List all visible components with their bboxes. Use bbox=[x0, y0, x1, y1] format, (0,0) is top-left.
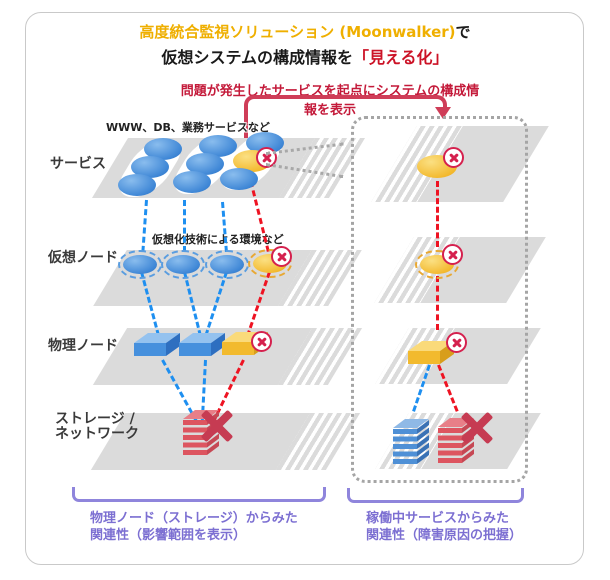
left-caption-line2: 関連性（影響範囲を表示） bbox=[90, 528, 247, 543]
service-annotation: WWW、DB、業務サービスなど bbox=[106, 121, 270, 134]
storage-icon bbox=[393, 419, 429, 464]
layer-label-service: サービス bbox=[50, 156, 106, 172]
error-badge-icon bbox=[271, 246, 292, 267]
error-badge-icon bbox=[256, 147, 277, 168]
error-badge-icon bbox=[442, 244, 463, 265]
service-node-icon bbox=[118, 174, 156, 196]
layer-label-physical: 物理ノード bbox=[48, 338, 118, 354]
virtual-node-icon bbox=[205, 250, 249, 279]
service-node-icon bbox=[173, 171, 211, 193]
left-caption-bracket bbox=[72, 487, 326, 502]
storage-label-line2: ネットワーク bbox=[55, 426, 139, 442]
service-node-icon bbox=[186, 153, 224, 175]
right-caption-line1: 稼働中サービスからみた bbox=[366, 511, 510, 526]
title-prefix: 仮想システムの構成情報を bbox=[161, 48, 353, 67]
layer-label-storage: ストレージ / ネットワーク bbox=[55, 412, 139, 442]
left-caption-line1: 物理ノード（ストレージ）からみた bbox=[90, 511, 298, 526]
virtual-node-icon bbox=[161, 250, 205, 279]
service-node-icon bbox=[131, 156, 169, 178]
failure-x-icon bbox=[199, 408, 235, 444]
service-node-icon bbox=[199, 135, 237, 157]
dependency-line-red bbox=[435, 181, 439, 247]
service-node-icon bbox=[246, 132, 284, 154]
page-title-line1: 高度統合監視ソリューション (Moonwalker)で bbox=[0, 22, 610, 43]
card-border bbox=[25, 12, 584, 565]
callout-bracket bbox=[244, 95, 447, 110]
right-caption-line2: 関連性（障害原因の把握） bbox=[366, 528, 523, 543]
error-badge-icon bbox=[251, 331, 272, 352]
dependency-line-red bbox=[435, 276, 439, 330]
virtual-node-ellipse bbox=[166, 255, 200, 274]
title-suffix: で bbox=[455, 23, 471, 41]
virtual-node-ellipse bbox=[123, 255, 157, 274]
service-node-icon bbox=[220, 168, 258, 190]
virtual-node-ellipse bbox=[210, 255, 244, 274]
failure-x-icon bbox=[459, 410, 495, 446]
title-red-highlight: 「見える化」 bbox=[353, 48, 449, 67]
service-node-icon bbox=[144, 138, 182, 160]
right-caption: 稼働中サービスからみた 関連性（障害原因の把握） bbox=[366, 510, 522, 544]
virtual-node-icon bbox=[118, 250, 162, 279]
callout-pointer-line bbox=[244, 108, 248, 154]
physical-node-icon bbox=[179, 333, 225, 356]
error-badge-icon bbox=[446, 332, 467, 353]
dependency-line-blue bbox=[182, 200, 186, 252]
left-caption: 物理ノード（ストレージ）からみた 関連性（影響範囲を表示） bbox=[90, 510, 298, 544]
error-badge-icon bbox=[443, 147, 464, 168]
layer-label-virtual: 仮想ノード bbox=[48, 250, 118, 266]
title-highlight: 高度統合監視ソリューション (Moonwalker) bbox=[139, 23, 456, 41]
right-panel-dotted-border bbox=[351, 116, 528, 483]
page-title-line2: 仮想システムの構成情報を「見える化」 bbox=[0, 44, 610, 68]
right-caption-bracket bbox=[347, 488, 524, 503]
physical-node-icon bbox=[134, 333, 180, 356]
storage-label-line1: ストレージ / bbox=[55, 411, 135, 427]
